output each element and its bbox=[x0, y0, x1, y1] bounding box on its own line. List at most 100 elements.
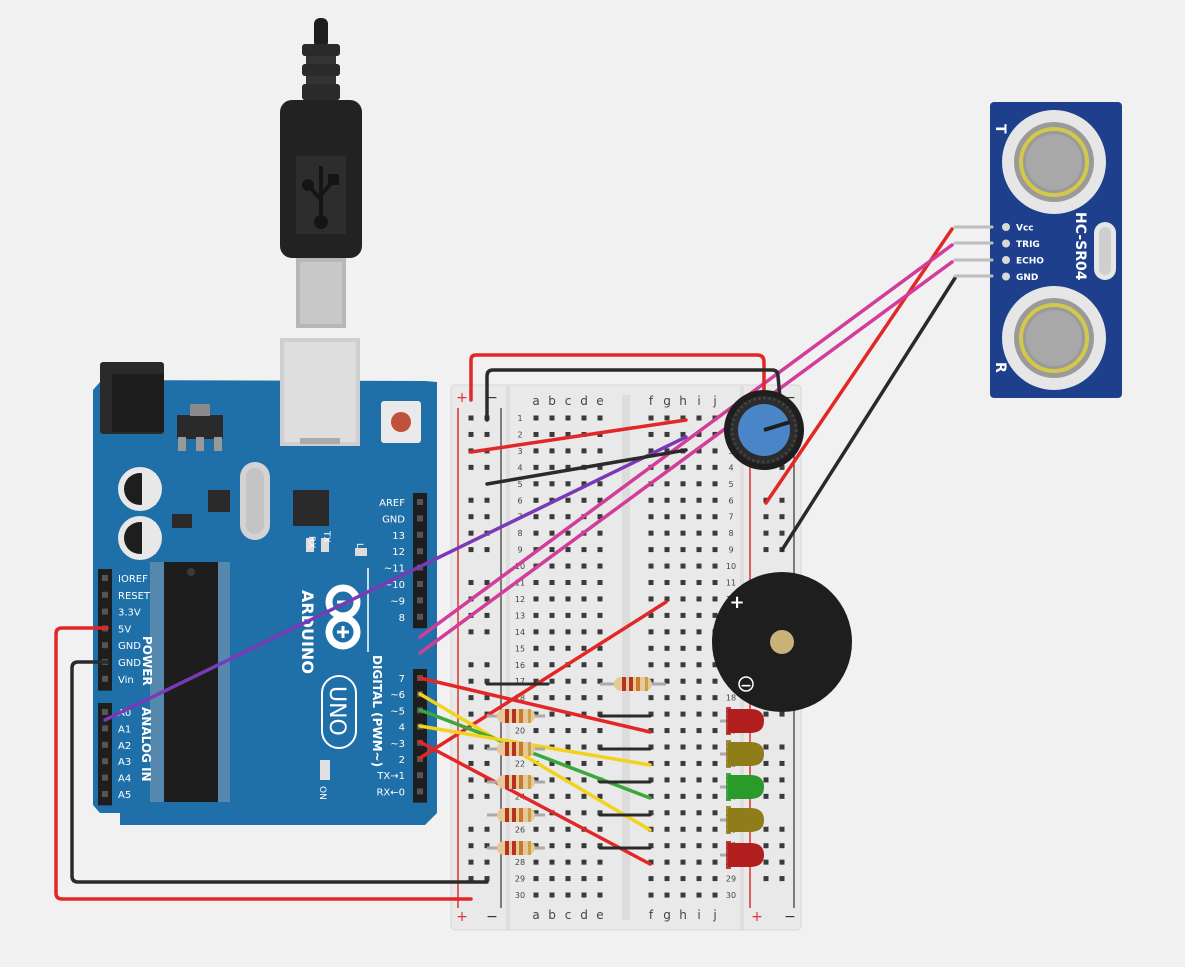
breadboard-hole[interactable] bbox=[597, 629, 603, 635]
breadboard-hole[interactable] bbox=[597, 530, 603, 536]
rail-hole[interactable] bbox=[484, 678, 490, 684]
breadboard-hole[interactable] bbox=[712, 793, 718, 799]
breadboard-hole[interactable] bbox=[648, 728, 654, 734]
breadboard-hole[interactable] bbox=[533, 415, 539, 421]
breadboard-hole[interactable] bbox=[664, 876, 670, 882]
rail-hole[interactable] bbox=[484, 497, 490, 503]
breadboard-hole[interactable] bbox=[680, 711, 686, 717]
rail-hole[interactable] bbox=[763, 859, 769, 865]
breadboard-hole[interactable] bbox=[533, 892, 539, 898]
breadboard-hole[interactable] bbox=[581, 415, 587, 421]
breadboard-hole[interactable] bbox=[664, 448, 670, 454]
breadboard-hole[interactable] bbox=[712, 826, 718, 832]
breadboard-hole[interactable] bbox=[664, 793, 670, 799]
breadboard-hole[interactable] bbox=[696, 481, 702, 487]
breadboard-hole[interactable] bbox=[696, 629, 702, 635]
breadboard-hole[interactable] bbox=[696, 415, 702, 421]
breadboard-hole[interactable] bbox=[549, 695, 555, 701]
breadboard-hole[interactable] bbox=[565, 892, 571, 898]
breadboard-hole[interactable] bbox=[549, 415, 555, 421]
breadboard-hole[interactable] bbox=[696, 695, 702, 701]
breadboard-hole[interactable] bbox=[712, 744, 718, 750]
rail-hole[interactable] bbox=[779, 843, 785, 849]
rail-hole[interactable] bbox=[763, 843, 769, 849]
breadboard-hole[interactable] bbox=[581, 892, 587, 898]
breadboard-hole[interactable] bbox=[549, 793, 555, 799]
breadboard-hole[interactable] bbox=[597, 415, 603, 421]
resistor[interactable] bbox=[487, 808, 545, 822]
power-header-pin[interactable] bbox=[102, 675, 108, 682]
digital-header-high-pin[interactable] bbox=[417, 581, 423, 587]
breadboard-hole[interactable] bbox=[581, 744, 587, 750]
rail-hole[interactable] bbox=[468, 629, 474, 635]
breadboard-hole[interactable] bbox=[680, 662, 686, 668]
rail-hole[interactable] bbox=[779, 876, 785, 882]
breadboard-hole[interactable] bbox=[664, 530, 670, 536]
digital-header-high-pin[interactable] bbox=[417, 597, 423, 604]
breadboard-hole[interactable] bbox=[712, 843, 718, 849]
rail-hole[interactable] bbox=[779, 744, 785, 750]
breadboard-hole[interactable] bbox=[680, 760, 686, 766]
breadboard-hole[interactable] bbox=[565, 629, 571, 635]
breadboard-hole[interactable] bbox=[549, 826, 555, 832]
breadboard-hole[interactable] bbox=[549, 481, 555, 487]
rail-hole[interactable] bbox=[763, 514, 769, 520]
wire-pin3[interactable] bbox=[418, 740, 652, 866]
rail-hole[interactable] bbox=[484, 596, 490, 602]
rail-hole[interactable] bbox=[484, 431, 490, 437]
rail-hole[interactable] bbox=[484, 514, 490, 520]
breadboard-hole[interactable] bbox=[680, 612, 686, 618]
breadboard-hole[interactable] bbox=[680, 431, 686, 437]
breadboard-hole[interactable] bbox=[712, 678, 718, 684]
breadboard-hole[interactable] bbox=[565, 728, 571, 734]
breadboard-hole[interactable] bbox=[581, 645, 587, 651]
breadboard-hole[interactable] bbox=[549, 728, 555, 734]
breadboard-hole[interactable] bbox=[581, 596, 587, 602]
breadboard-hole[interactable] bbox=[597, 826, 603, 832]
rail-hole[interactable] bbox=[484, 777, 490, 783]
wire-5v[interactable] bbox=[54, 626, 473, 901]
analog-header-pin[interactable] bbox=[102, 725, 108, 732]
sensor-pin[interactable] bbox=[1002, 272, 1010, 281]
breadboard-hole[interactable] bbox=[549, 859, 555, 865]
breadboard-hole[interactable] bbox=[664, 497, 670, 503]
breadboard-hole[interactable] bbox=[549, 645, 555, 651]
breadboard-hole[interactable] bbox=[533, 431, 539, 437]
breadboard-hole[interactable] bbox=[664, 563, 670, 569]
rail-hole[interactable] bbox=[484, 843, 490, 849]
breadboard-hole[interactable] bbox=[712, 448, 718, 454]
breadboard-hole[interactable] bbox=[549, 530, 555, 536]
reset-button[interactable] bbox=[381, 401, 421, 443]
wire-gnd[interactable] bbox=[70, 660, 489, 884]
resistor[interactable] bbox=[600, 677, 666, 691]
rail-hole[interactable] bbox=[468, 711, 474, 717]
arduino-uno-board[interactable]: RX TX L ON ARDUINO UNO IOREFRESET3.3V5VG… bbox=[91, 338, 437, 825]
breadboard-hole[interactable] bbox=[664, 859, 670, 865]
breadboard-hole[interactable] bbox=[581, 497, 587, 503]
breadboard-hole[interactable] bbox=[581, 711, 587, 717]
breadboard-hole[interactable] bbox=[680, 678, 686, 684]
breadboard-hole[interactable] bbox=[549, 711, 555, 717]
breadboard-hole[interactable] bbox=[712, 596, 718, 602]
breadboard-hole[interactable] bbox=[648, 514, 654, 520]
power-header-pin[interactable] bbox=[102, 642, 108, 649]
breadboard-hole[interactable] bbox=[581, 678, 587, 684]
breadboard-hole[interactable] bbox=[533, 859, 539, 865]
breadboard-hole[interactable] bbox=[565, 876, 571, 882]
breadboard-hole[interactable] bbox=[712, 760, 718, 766]
breadboard-hole[interactable] bbox=[549, 760, 555, 766]
breadboard-hole[interactable] bbox=[648, 645, 654, 651]
breadboard-hole[interactable] bbox=[549, 892, 555, 898]
wire-pot-signal[interactable] bbox=[103, 435, 688, 722]
breadboard-hole[interactable] bbox=[549, 843, 555, 849]
breadboard-hole[interactable] bbox=[533, 810, 539, 816]
breadboard-hole[interactable] bbox=[533, 514, 539, 520]
breadboard-hole[interactable] bbox=[597, 793, 603, 799]
breadboard-hole[interactable] bbox=[565, 744, 571, 750]
breadboard-hole[interactable] bbox=[533, 678, 539, 684]
power-header-pin[interactable] bbox=[102, 575, 108, 581]
wire-bb-black-top[interactable] bbox=[485, 448, 688, 486]
breadboard-hole[interactable] bbox=[712, 695, 718, 701]
digital-header-low-pin[interactable] bbox=[417, 788, 423, 795]
breadboard-hole[interactable] bbox=[565, 843, 571, 849]
